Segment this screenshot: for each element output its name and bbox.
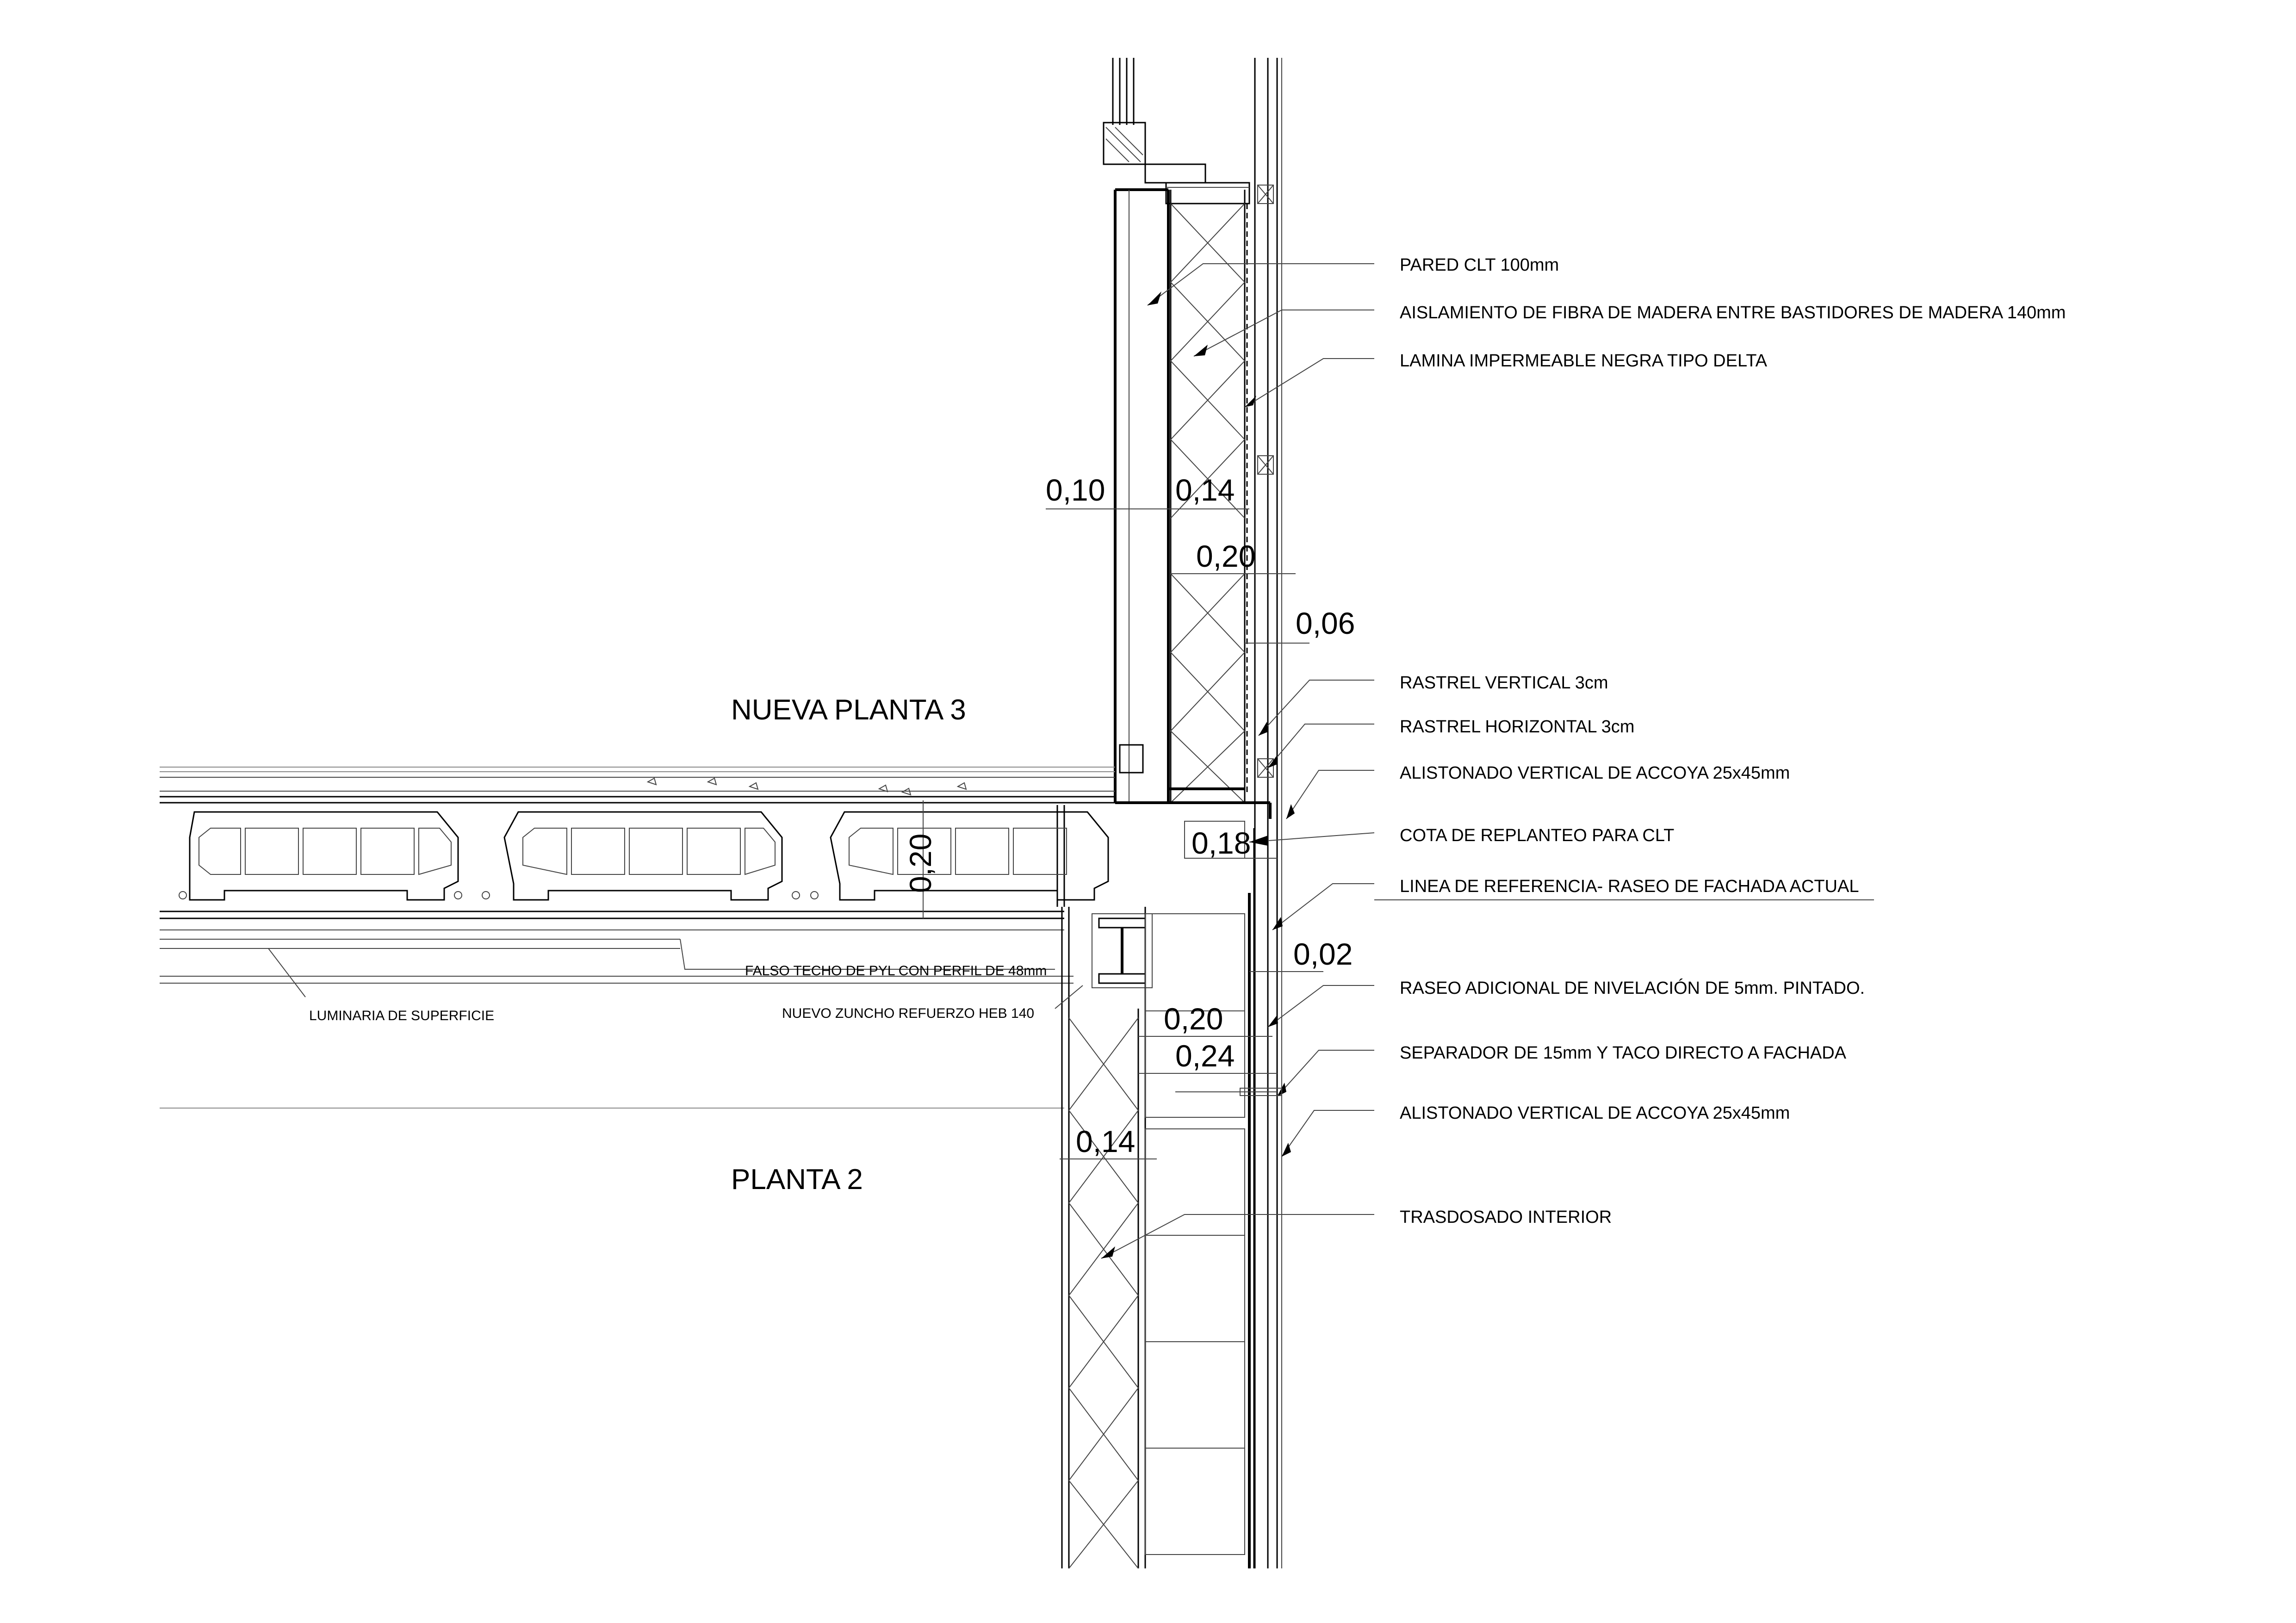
dim-lining: 0,14	[1076, 1124, 1135, 1158]
label-insulation: AISLAMIENTO DE FIBRA DE MADERA ENTRE BAS…	[1400, 303, 2066, 322]
label-accoya-cladding-lower: ALISTONADO VERTICAL DE ACCOYA 25x45mm	[1400, 1103, 1790, 1123]
dim-slab: 0,20	[903, 834, 937, 893]
dim-insulation: 0,14	[1175, 473, 1235, 507]
label-setout-level: COTA DE REPLANTEO PARA CLT	[1400, 826, 1674, 845]
existing-facade-lines	[1254, 58, 1282, 1568]
dim-existing-wall: 0,24	[1175, 1039, 1235, 1073]
dim-wall-total: 0,20	[1196, 539, 1255, 573]
dim-batten: 0,06	[1296, 606, 1355, 640]
label-interior-lining: TRASDOSADO INTERIOR	[1400, 1208, 1612, 1227]
ceramic-vault-blocks	[179, 811, 1109, 901]
heb-beam	[1092, 913, 1153, 988]
window-frame	[1103, 58, 1250, 204]
room-title-upper: NUEVA PLANTA 3	[731, 694, 966, 726]
clt-base-plate	[1115, 787, 1272, 819]
label-heb-beam: NUEVO ZUNCHO REFUERZO HEB 140	[782, 1006, 1034, 1021]
dim-brick: 0,20	[1164, 1002, 1223, 1036]
label-levelling-render: RASEO ADICIONAL DE NIVELACIÓN DE 5mm. PI…	[1400, 978, 1865, 998]
dimension-lines	[923, 508, 1323, 1159]
label-spacer: SEPARADOR DE 15mm Y TACO DIRECTO A FACHA…	[1400, 1043, 1847, 1063]
label-reference-line: LINEA DE REFERENCIA- RASEO DE FACHADA AC…	[1400, 877, 1859, 896]
label-accoya-cladding-upper: ALISTONADO VERTICAL DE ACCOYA 25x45mm	[1400, 763, 1790, 783]
lower-wall	[1061, 821, 1255, 1569]
label-surface-luminaire: LUMINARIA DE SUPERFICIE	[309, 1008, 494, 1023]
dim-render: 0,02	[1293, 937, 1353, 971]
floor-slab	[160, 767, 1115, 1109]
room-title-lower: PLANTA 2	[731, 1164, 863, 1196]
label-vertical-batten: RASTREL VERTICAL 3cm	[1400, 673, 1608, 693]
label-false-ceiling: FALSO TECHO DE PYL CON PERFIL DE 48mm	[745, 963, 1047, 979]
wood-fibre-insulation	[1170, 190, 1248, 803]
dim-setout: 0,18	[1191, 826, 1251, 860]
label-membrane: LAMINA IMPERMEABLE NEGRA TIPO DELTA	[1400, 351, 1768, 371]
leader-lines	[268, 263, 1874, 1259]
clt-wall	[1114, 188, 1170, 803]
label-clt-wall: PARED CLT 100mm	[1400, 255, 1559, 275]
dim-clt: 0,10	[1046, 473, 1105, 507]
label-horizontal-batten: RASTREL HORIZONTAL 3cm	[1400, 717, 1634, 737]
